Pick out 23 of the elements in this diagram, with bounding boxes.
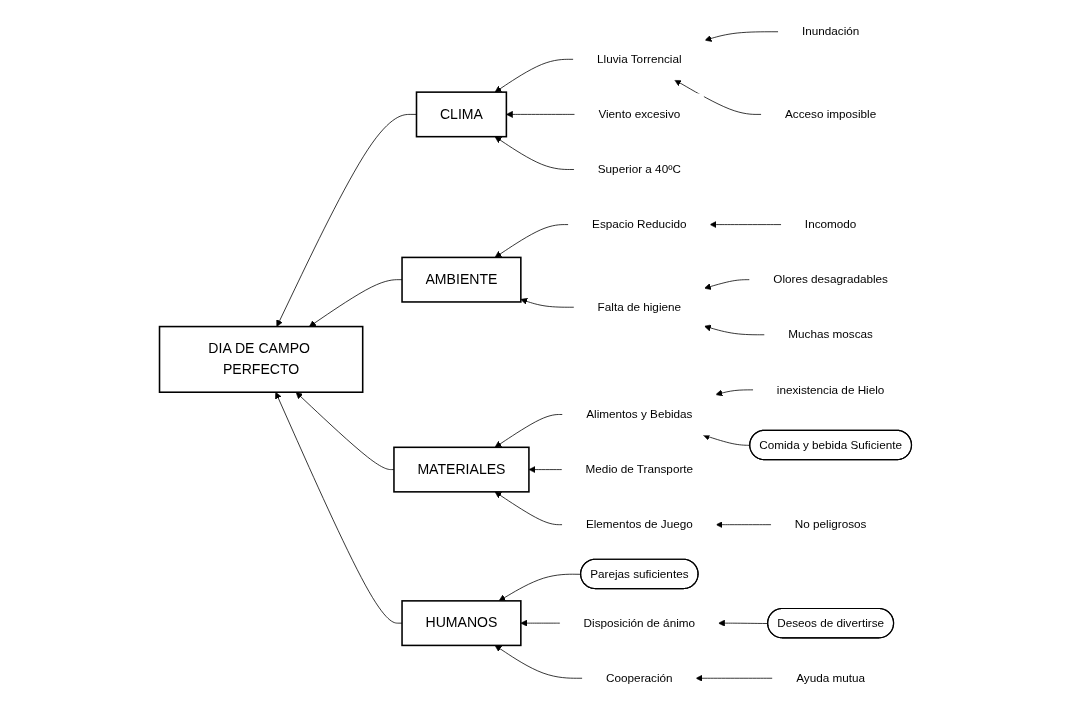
- node-text: Superior a 40ºC: [597, 162, 681, 176]
- node-box: AMBIENTE: [401, 256, 522, 303]
- node-text: Espacio Reducido: [592, 217, 687, 231]
- node-box: MATERIALES: [393, 446, 530, 493]
- node-text: Falta de higiene: [597, 300, 682, 314]
- node-text: No peligrosos: [794, 517, 867, 531]
- node-text: Alimentos y Bebidas: [586, 407, 693, 421]
- node-text: inexistencia de Hielo: [776, 382, 885, 396]
- node-text: Olores desagradables: [773, 272, 888, 286]
- node-text: Medio de Transporte: [585, 462, 694, 476]
- node-box: DIA DE CAMPO PERFECTO: [158, 325, 364, 393]
- node-text: Viento excesivo: [598, 107, 681, 121]
- node-text: Elementos de Juego: [585, 517, 693, 531]
- node-box: CLIMA: [415, 91, 508, 138]
- node-text: Disposición de ánimo: [583, 615, 696, 630]
- node-text: Muchas moscas: [788, 327, 873, 341]
- node-text: Incomodo: [804, 217, 857, 231]
- node-text: Cooperación: [606, 671, 673, 685]
- node-text: Ayuda mutua: [796, 671, 866, 685]
- node-text: Inundación: [801, 24, 860, 38]
- node-text: Acceso imposible: [785, 107, 877, 121]
- node-box: HUMANOS: [401, 600, 522, 647]
- node-text: Lluvia Torrencial: [597, 52, 682, 66]
